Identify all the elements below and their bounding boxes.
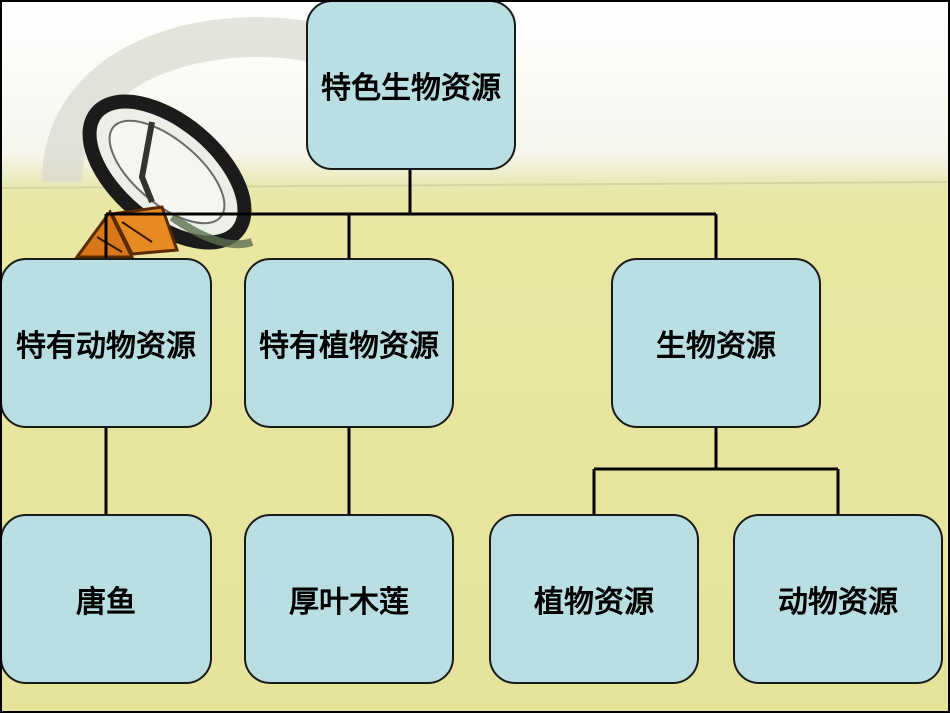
node-root: 特色生物资源 [306, 2, 516, 170]
node-plant-resources: 植物资源 [489, 514, 699, 684]
node-houyemulian-label: 厚叶木莲 [289, 585, 409, 620]
node-plant-resources-label: 植物资源 [534, 585, 654, 620]
node-special-plants: 特有植物资源 [244, 258, 454, 428]
node-special-plants-label: 特有植物资源 [259, 329, 439, 364]
node-special-animals-label: 特有动物资源 [16, 329, 196, 364]
node-houyemulian: 厚叶木莲 [244, 514, 454, 684]
node-root-label: 特色生物资源 [321, 71, 501, 106]
swirl-arc [42, 17, 316, 183]
node-animal-resources-label: 动物资源 [778, 585, 898, 620]
node-special-animals: 特有动物资源 [2, 258, 212, 428]
node-tangyu: 唐鱼 [2, 514, 212, 684]
node-animal-resources: 动物资源 [733, 514, 943, 684]
node-bio-resources: 生物资源 [611, 258, 821, 428]
node-bio-resources-label: 生物资源 [656, 329, 776, 364]
node-tangyu-label: 唐鱼 [76, 585, 136, 620]
